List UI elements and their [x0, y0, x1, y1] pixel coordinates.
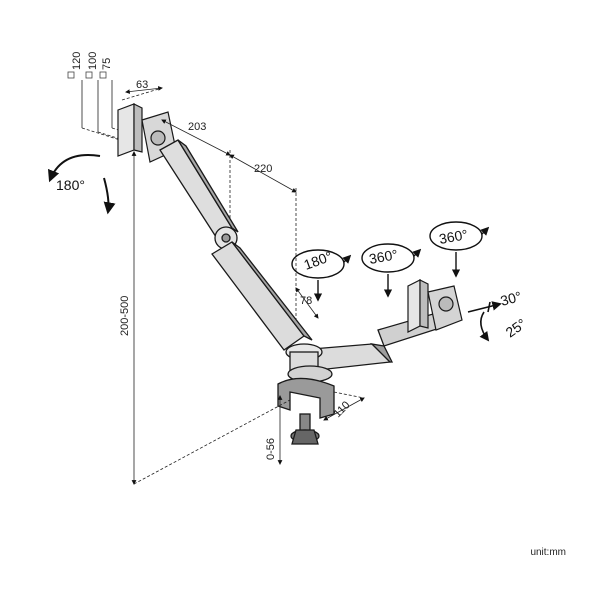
dim-220-lines	[229, 154, 297, 330]
lower-arm	[211, 241, 313, 351]
vesa-size-120: 120	[71, 52, 83, 70]
tilt-arrows	[467, 301, 502, 342]
dim-220: 220	[254, 163, 272, 175]
rotation-base-label: 180°	[56, 177, 85, 193]
vesa-size-100: 100	[87, 52, 99, 70]
rotation-swivel-mid-icon	[361, 243, 422, 298]
dim-height-lines	[131, 151, 291, 485]
unit-label: unit:mm	[530, 547, 566, 558]
rotation-swivel-top-icon	[429, 221, 490, 278]
rotation-swivel-mid-label: 360°	[368, 246, 399, 267]
vesa-size-75: 75	[101, 58, 113, 70]
dim-63-lines	[121, 86, 163, 101]
dim-203: 203	[188, 121, 206, 133]
dim-110: 110	[332, 399, 353, 420]
dim-110-lines	[323, 391, 365, 421]
dim-78: 78	[300, 295, 312, 307]
rotation-swivel-top-label: 360°	[438, 226, 469, 247]
tilt-up-label: 30°	[499, 288, 524, 309]
desk-clamp	[277, 377, 335, 445]
dim-63: 63	[136, 79, 148, 91]
rotation-tilt-left-icon	[291, 249, 352, 302]
dim-78-lines	[295, 287, 319, 319]
dim-height: 200-500	[119, 296, 131, 336]
right-vesa-plate	[407, 279, 463, 333]
pole-hub	[285, 343, 333, 383]
rotation-base-arrow	[48, 154, 116, 215]
tilt-down-label: 25°	[503, 315, 530, 340]
upper-arm	[159, 139, 239, 250]
dim-clamp-range: 0-56	[265, 438, 277, 460]
